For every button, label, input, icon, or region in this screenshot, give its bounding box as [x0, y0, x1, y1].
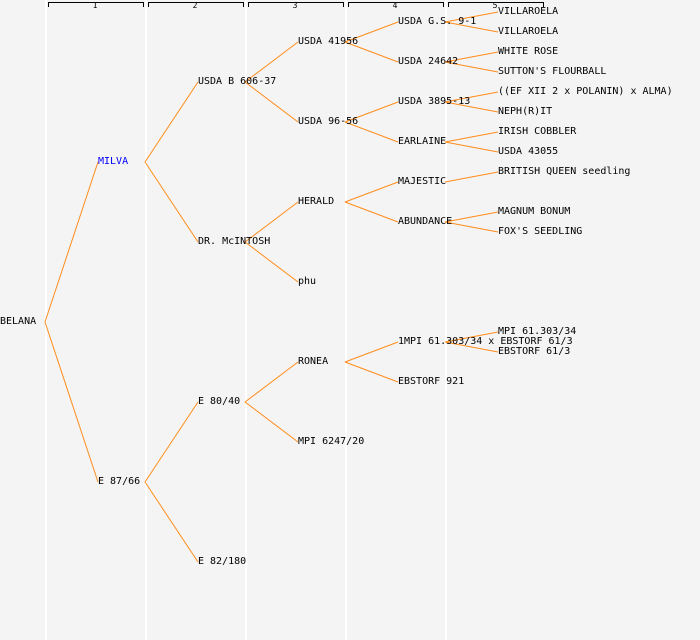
- ancestor-node[interactable]: MILVA: [98, 156, 129, 167]
- generation-number: 4: [392, 1, 398, 10]
- pedigree-link-line: [444, 131, 499, 143]
- pedigree-link-line: [44, 161, 99, 323]
- pedigree-link-line: [344, 361, 399, 383]
- ancestor-node[interactable]: ((EF XII 2 x POLANIN) x ALMA): [498, 86, 673, 97]
- pedigree-link-line: [244, 41, 299, 83]
- generation-number: 2: [192, 1, 198, 10]
- pedigree-link-line: [344, 41, 399, 63]
- pedigree-link-line: [444, 101, 499, 113]
- pedigree-link-line: [344, 101, 399, 123]
- ancestor-node[interactable]: RONEA: [298, 356, 329, 367]
- ancestor-node[interactable]: USDA 3895-13: [398, 96, 471, 107]
- ancestor-node[interactable]: USDA 43055: [498, 146, 559, 157]
- ancestor-node[interactable]: BRITISH QUEEN seedling: [498, 166, 631, 177]
- pedigree-link-line: [144, 401, 199, 483]
- generation-bracket: [48, 2, 144, 7]
- generation-number: 5: [492, 1, 498, 10]
- pedigree-link-line: [44, 321, 99, 483]
- column-separator: [245, 0, 247, 640]
- ancestor-node[interactable]: VILLAROELA: [498, 6, 559, 17]
- column-separator: [145, 0, 147, 640]
- ancestor-node[interactable]: SUTTON'S FLOURBALL: [498, 66, 607, 77]
- ancestor-node[interactable]: HERALD: [298, 196, 335, 207]
- pedigree-link-line: [344, 21, 399, 43]
- pedigree-link-line: [444, 341, 499, 353]
- pedigree-link-line: [344, 201, 399, 223]
- pedigree-link-line: [344, 121, 399, 143]
- generation-number: 3: [292, 1, 298, 10]
- pedigree-link-line: [444, 331, 499, 343]
- ancestor-node[interactable]: WHITE ROSE: [498, 46, 559, 57]
- ancestor-node[interactable]: USDA B 606-37: [198, 76, 277, 87]
- ancestor-node[interactable]: FOX'S SEEDLING: [498, 226, 583, 237]
- ancestor-node[interactable]: ABUNDANCE: [398, 216, 453, 227]
- column-separator: [445, 0, 447, 640]
- ancestor-node[interactable]: E 82/180: [198, 556, 247, 567]
- pedigree-link-line: [444, 11, 499, 23]
- ancestor-node[interactable]: USDA 96-56: [298, 116, 359, 127]
- pedigree-link-line: [444, 211, 499, 223]
- ancestor-node[interactable]: NEPH(R)IT: [498, 106, 553, 117]
- pedigree-link-line: [444, 221, 499, 233]
- generation-bracket: [248, 2, 344, 7]
- ancestor-node[interactable]: E 80/40: [198, 396, 241, 407]
- ancestor-node[interactable]: MAJESTIC: [398, 176, 447, 187]
- pedigree-link-line: [444, 21, 499, 33]
- ancestor-node[interactable]: MPI 6247/20: [298, 436, 365, 447]
- pedigree-link-line: [244, 361, 299, 403]
- pedigree-link-line: [444, 51, 499, 63]
- pedigree-link-line: [244, 201, 299, 243]
- pedigree-link-line: [244, 401, 299, 443]
- pedigree-link-line: [344, 181, 399, 203]
- ancestor-node[interactable]: EARLAINE: [398, 136, 447, 147]
- pedigree-link-line: [344, 341, 399, 363]
- pedigree-link-line: [144, 481, 199, 563]
- pedigree-link-line: [444, 61, 499, 73]
- pedigree-link-line: [444, 141, 499, 153]
- ancestor-node[interactable]: VILLAROELA: [498, 26, 559, 37]
- ancestor-node[interactable]: USDA G.S. 9-1: [398, 16, 477, 27]
- ancestor-node[interactable]: MAGNUM BONUM: [498, 206, 571, 217]
- pedigree-link-line: [244, 241, 299, 283]
- column-separator: [345, 0, 347, 640]
- pedigree-link-line: [244, 81, 299, 123]
- pedigree-link-line: [444, 91, 499, 103]
- pedigree-link-line: [144, 81, 199, 163]
- ancestor-node[interactable]: E 87/66: [98, 476, 141, 487]
- ancestor-node[interactable]: USDA 41956: [298, 36, 359, 47]
- ancestor-node[interactable]: IRISH COBBLER: [498, 126, 577, 137]
- generation-number: 1: [92, 1, 98, 10]
- proband-node[interactable]: BELANA: [0, 316, 37, 327]
- ancestor-node[interactable]: 1MPI 61.303/34 x EBSTORF 61/3: [398, 336, 573, 347]
- generation-bracket: [348, 2, 444, 7]
- pedigree-link-line: [144, 161, 199, 243]
- generation-bracket: [148, 2, 244, 7]
- ancestor-node[interactable]: EBSTORF 921: [398, 376, 465, 387]
- generation-bracket: [448, 2, 544, 7]
- pedigree-link-line: [444, 171, 499, 183]
- ancestor-node[interactable]: USDA 24642: [398, 56, 459, 67]
- ancestor-node[interactable]: MPI 61.303/34: [498, 326, 577, 337]
- ancestor-node[interactable]: DR. McINTOSH: [198, 236, 271, 247]
- ancestor-node[interactable]: phu: [298, 276, 317, 287]
- ancestor-node[interactable]: EBSTORF 61/3: [498, 346, 571, 357]
